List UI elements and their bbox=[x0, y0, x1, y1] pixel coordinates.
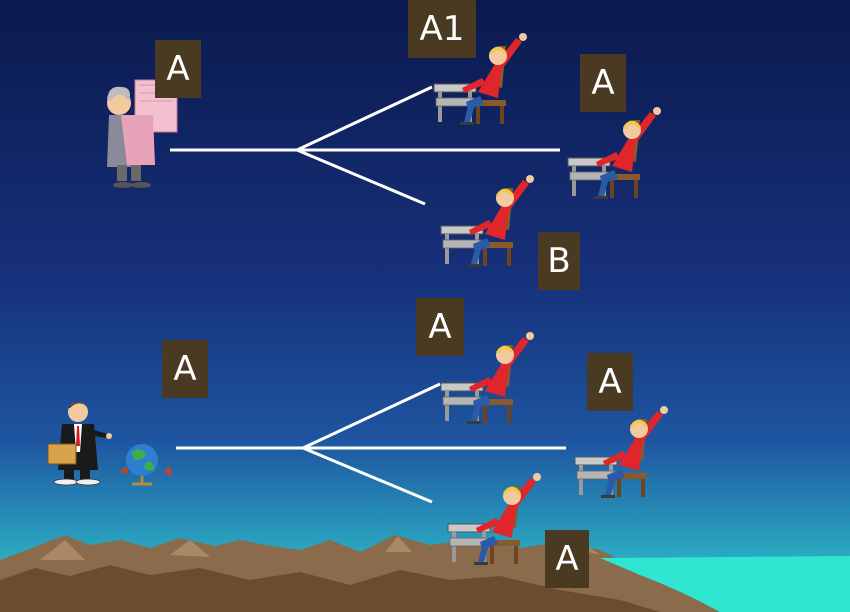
bottom-teacher-label: A bbox=[162, 340, 208, 398]
top-student-right-label: A bbox=[580, 54, 626, 112]
top-teacher-label: A bbox=[155, 40, 201, 98]
bottom-student-lower-label: A bbox=[545, 530, 589, 588]
top-student-upper-label: A1 bbox=[408, 0, 476, 58]
bottom-student-right-label: A bbox=[587, 353, 633, 411]
teacher-with-globe-icon bbox=[47, 402, 172, 486]
top-branch-lines bbox=[170, 85, 560, 206]
bottom-student-upper-label: A bbox=[416, 298, 464, 356]
bottom-branch-lines bbox=[176, 382, 566, 504]
top-student-lower-label: B bbox=[538, 232, 580, 290]
sea bbox=[600, 556, 850, 612]
